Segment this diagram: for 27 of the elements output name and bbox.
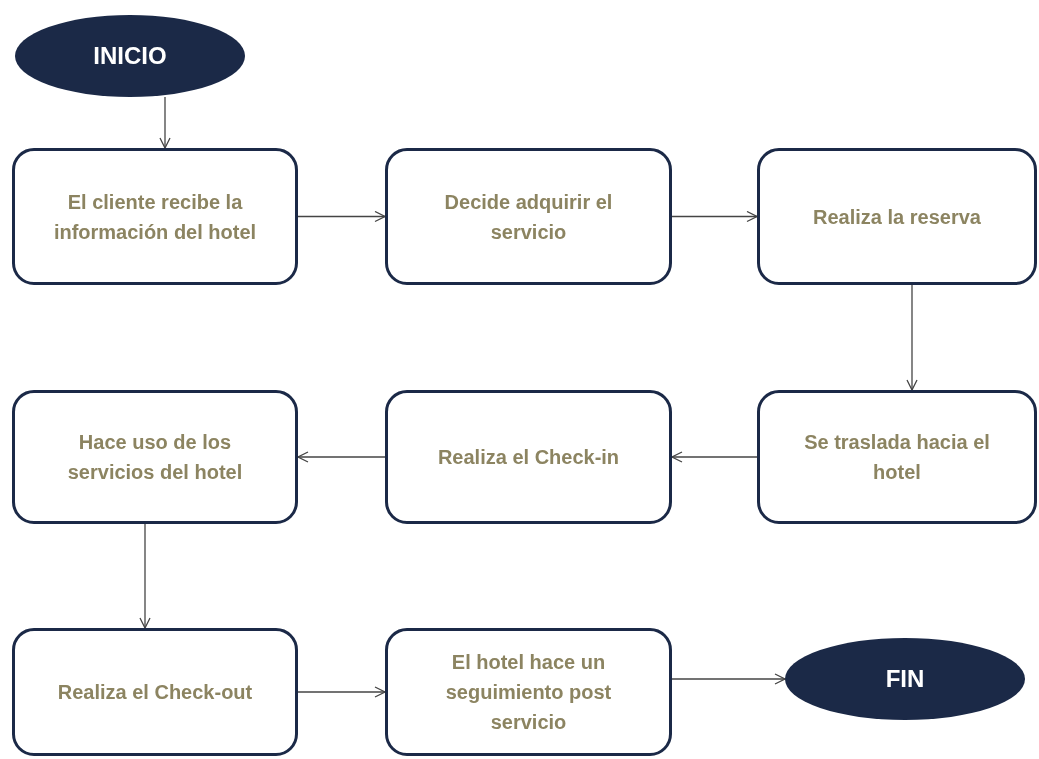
arrow	[906, 284, 918, 391]
arrow	[671, 451, 758, 463]
arrow	[139, 523, 151, 629]
arrow	[159, 96, 171, 149]
step-text: El cliente recibe la información del hotel	[52, 189, 258, 245]
process-box	[385, 390, 672, 524]
step-text: El hotel hace un seguimiento post servicio	[444, 650, 613, 735]
process-box	[385, 628, 672, 756]
terminal-label: FIN	[885, 665, 925, 693]
step-text: Realiza el Check-in	[437, 445, 620, 470]
process-box	[12, 148, 298, 285]
arrow	[671, 210, 758, 223]
arrow	[297, 686, 386, 698]
step-text: Realiza la reserva	[813, 204, 981, 230]
process-box	[12, 628, 298, 756]
terminal-label: INICIO	[93, 42, 167, 70]
process-box	[757, 148, 1037, 285]
arrow	[297, 210, 386, 223]
step-text: Realiza el Check-out	[57, 680, 253, 705]
process-box	[12, 390, 298, 524]
step-text: Decide adquirir el servicio	[443, 189, 614, 245]
process-box	[757, 390, 1037, 524]
step-text: Hace uso de los servicios del hotel	[66, 430, 244, 485]
arrow	[297, 451, 386, 463]
arrow	[671, 673, 786, 685]
step-text: Se traslada hacia el hotel	[803, 430, 991, 485]
process-box	[385, 148, 672, 285]
